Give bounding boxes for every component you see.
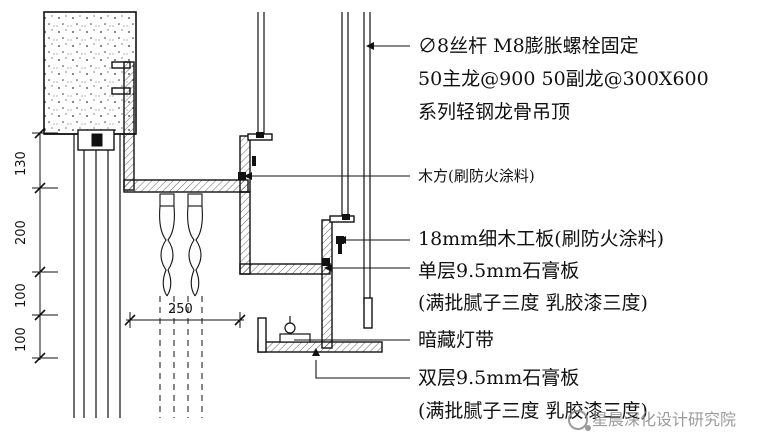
label-light-strip: 暗藏灯带 [418,329,495,351]
hanger-rods [257,12,371,304]
dim-200: 200 [14,220,29,245]
dim-100-upper: 100 [14,283,29,308]
dim-130: 130 [14,151,29,176]
light-strip-fixture [279,316,311,343]
window-frame [73,129,121,418]
dim-250: 250 [168,302,193,317]
stepped-ceiling-boards [111,61,383,353]
label-single-finish: (满批腻子三度 乳胶漆三度) [418,292,648,314]
vertical-dimension-line [32,127,58,364]
label-double-finish: (满批腻子三度 乳胶漆三度) [418,400,648,422]
light-rays-dashed [159,296,203,418]
label-ceiling-system: 系列轻钢龙骨吊顶 [418,101,571,123]
horizontal-dimension-line [124,312,246,328]
wood-battens [238,132,350,266]
label-double-gypsum: 双层9.5mm石膏板 [418,367,580,389]
watermark: 星晨深化设计研究院 [567,406,736,431]
wechat-icon [567,410,591,431]
downlights [159,193,203,297]
watermark-text: 星晨深化设计研究院 [591,409,736,429]
leader-arrows [244,42,374,356]
dim-100-lower: 100 [14,327,29,352]
label-keels: 50主龙@900 50副龙@300X600 [418,68,709,90]
label-single-gypsum: 单层9.5mm石膏板 [418,260,580,282]
label-hanger-rod: ∅8丝杆 M8膨胀螺栓固定 [418,35,639,57]
concrete-wall [43,11,137,135]
label-blockboard: 18mm细木工板(刷防火涂料) [418,228,665,250]
label-wood-batten: 木方(刷防火涂料) [418,167,535,185]
leader-lines [246,45,410,379]
